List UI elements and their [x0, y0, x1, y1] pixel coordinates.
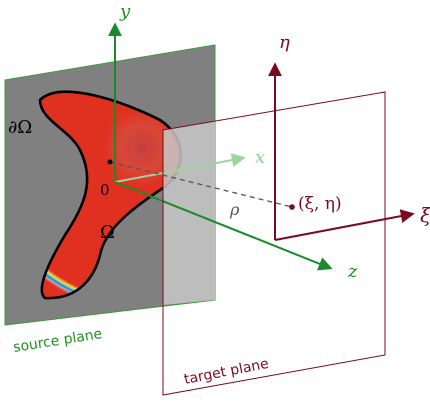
- xi-axis-arrow: [274, 209, 415, 241]
- source-plane-label: source plane: [12, 326, 103, 356]
- eta-label: η: [279, 32, 290, 53]
- z-axis-arrow: [114, 181, 333, 271]
- y-label: y: [119, 1, 131, 22]
- origin-label: 0: [100, 181, 110, 199]
- x-label: x: [255, 147, 265, 168]
- target-plane: [162, 91, 386, 396]
- boundary-label: ∂Ω: [8, 117, 32, 138]
- boundary-curve: [38, 90, 182, 300]
- region-label: Ω: [100, 222, 115, 243]
- target-point: [289, 204, 295, 210]
- z-label: z: [347, 261, 358, 282]
- target-plane-overlap: [163, 121, 215, 305]
- target-point-label: (ξ, η): [298, 194, 342, 214]
- rho-line: [109, 161, 293, 208]
- source-point: [107, 159, 113, 165]
- region-omega: [40, 91, 181, 299]
- x-axis-arrow: [114, 153, 246, 183]
- xi-label: ξ: [420, 203, 430, 227]
- rho-label: ρ: [229, 200, 240, 219]
